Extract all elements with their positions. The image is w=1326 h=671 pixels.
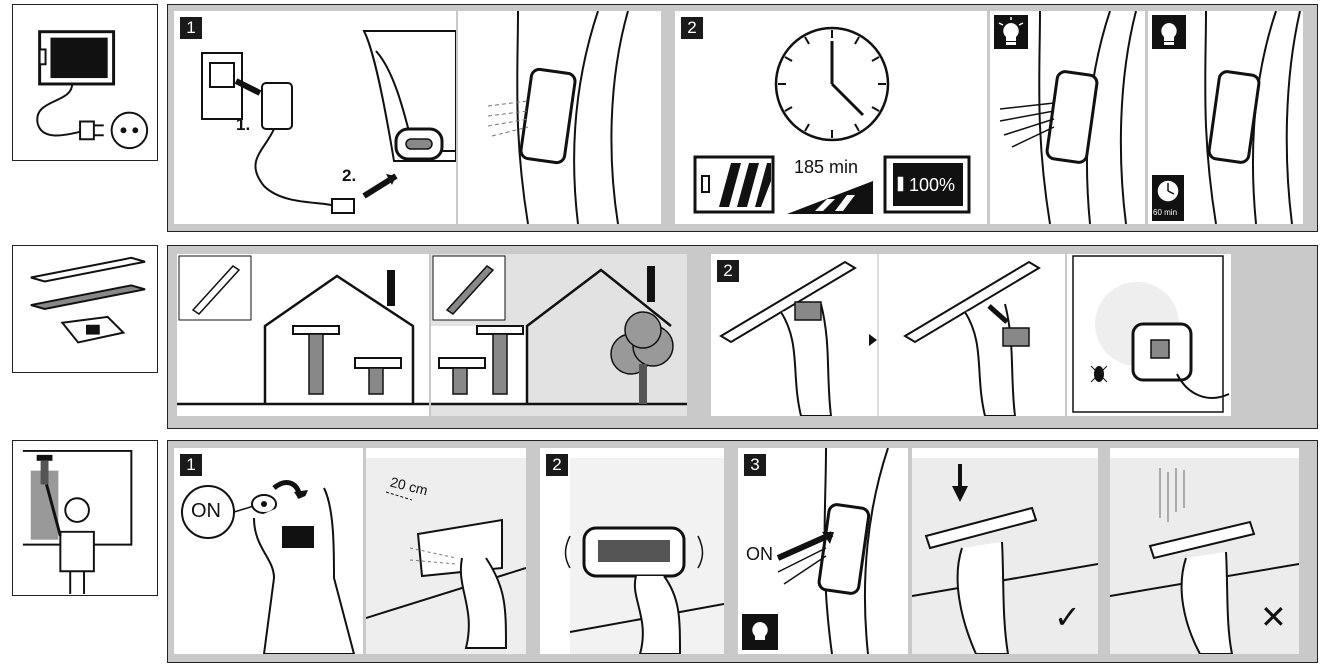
- step-number: 2: [717, 260, 739, 282]
- panel-spray-on: 1 ON: [174, 448, 363, 654]
- step-number: 1: [180, 454, 202, 476]
- blade-parts-icon: [30, 256, 146, 344]
- panel-charging-time: 2 185 min 100%: [675, 11, 987, 224]
- incorrect-vacuum-illustration: [1110, 458, 1299, 654]
- spray-window-illustration: [366, 458, 526, 654]
- charging-indicator-illustration: [487, 11, 629, 224]
- vacuum-on-illustration: [742, 448, 889, 654]
- squeegee-blade-icon-box: [12, 245, 158, 373]
- panel-light-on: [990, 11, 1145, 224]
- lamp-on-illustration: [994, 11, 1137, 224]
- clock-battery-illustration: [693, 26, 971, 214]
- lamp-off-illustration: [1152, 11, 1301, 224]
- insect-cleaning-illustration: [1072, 255, 1230, 413]
- indoor-house-illustration: [177, 255, 429, 406]
- battery-full-percent: 100%: [909, 175, 956, 195]
- panel-vacuum-on: 3 ON: [738, 448, 908, 654]
- step-number: 3: [744, 454, 766, 476]
- panel-spray-distance: 20 cm: [366, 448, 526, 654]
- panel-outdoor-blade: 1b: [431, 254, 687, 416]
- panel-light-off: 60 min: [1148, 11, 1303, 224]
- outdoor-house-illustration: [431, 254, 687, 416]
- insect-icon: [1090, 365, 1108, 383]
- blade-replace-illustration: [719, 254, 1041, 416]
- tree-icon: [610, 311, 674, 375]
- plug-in-charger-illustration: [201, 30, 456, 214]
- correct-mark: ✓: [1054, 599, 1081, 635]
- panel-charging-light: [458, 11, 661, 224]
- panel-indoor-blade: 1a: [177, 254, 429, 416]
- vacuum-on-label: ON: [746, 544, 773, 564]
- spray-bottle-on-illustration: [181, 480, 356, 654]
- charging-duration: 185 min: [794, 157, 859, 177]
- panel-correct-use: ✓: [912, 448, 1098, 654]
- charger-plug-icon: [36, 30, 149, 150]
- step-number: 2: [546, 454, 568, 476]
- step-label-2: 2.: [342, 166, 357, 185]
- charging-icon-box: [12, 4, 158, 161]
- step-label-1: 1.: [236, 115, 251, 134]
- wall-cleaning-icon-box: [12, 440, 158, 596]
- panel-charging-plug: 1 1. 2.: [174, 11, 456, 224]
- step-number: 1: [180, 17, 202, 39]
- panel-blade-insect: 3: [1067, 254, 1231, 416]
- timer-label: 60 min: [1153, 208, 1178, 217]
- spray-on-label: ON: [191, 500, 221, 522]
- wipe-window-illustration: [564, 458, 724, 654]
- person-cleaning-icon: [22, 449, 133, 594]
- panel-wipe: 2: [540, 448, 724, 654]
- step-number: 2: [681, 17, 703, 39]
- panel-blade-replace: 2: [711, 254, 1065, 416]
- correct-vacuum-illustration: [912, 458, 1098, 654]
- incorrect-mark: ✕: [1260, 599, 1287, 635]
- panel-incorrect-use: ✕: [1110, 448, 1299, 654]
